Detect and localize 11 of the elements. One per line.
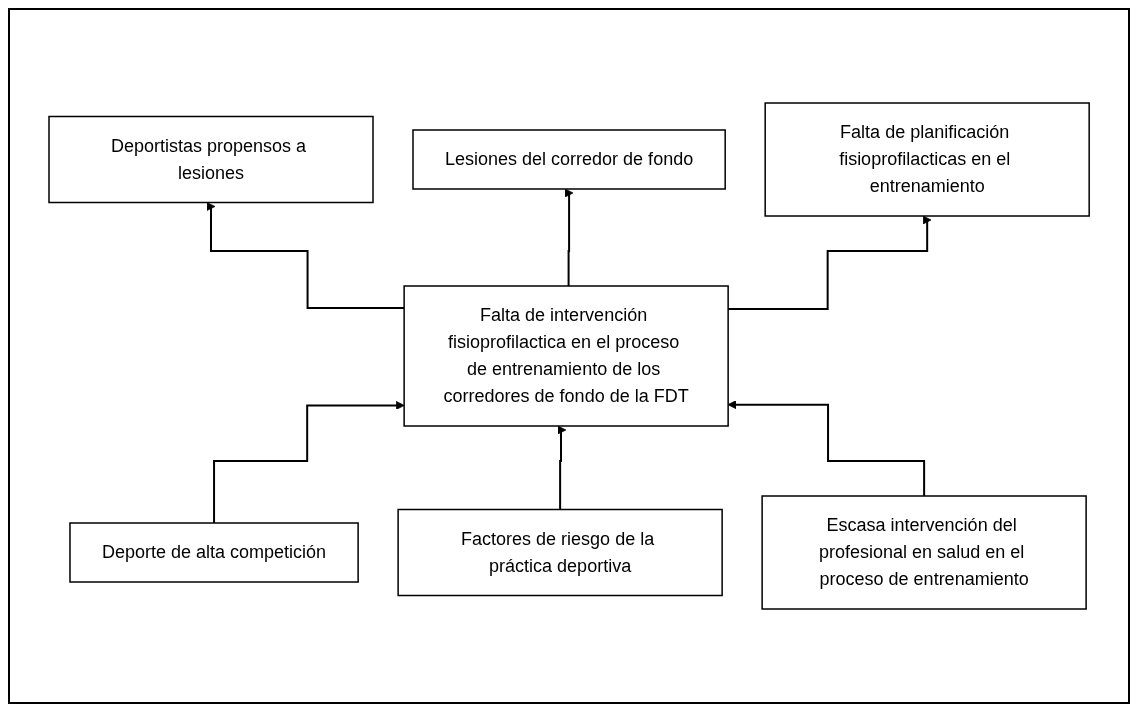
node-box [48,115,374,204]
arrow [557,425,567,511]
node-box [397,508,723,597]
arrow [564,188,574,287]
diagram-frame: Deportistas propensos a lesiones Lesiones del corredor de fondo Falta de planificación fisioprofilacticas en el entrenamiento Falta de intervención fisioprofilactica en el proceso de entrenamiento de los corredores de fondo de la FDT Deporte de alta competición Factores de riesgo de la práctica deportiva Escasa intervención del profesional en salud en el proceso de entrenamiento [8,8,1130,704]
node-box [761,495,1087,610]
node-box [403,285,729,427]
node-box [764,102,1090,217]
node-box [412,129,726,190]
node-box [69,522,359,583]
arrow [212,401,405,524]
